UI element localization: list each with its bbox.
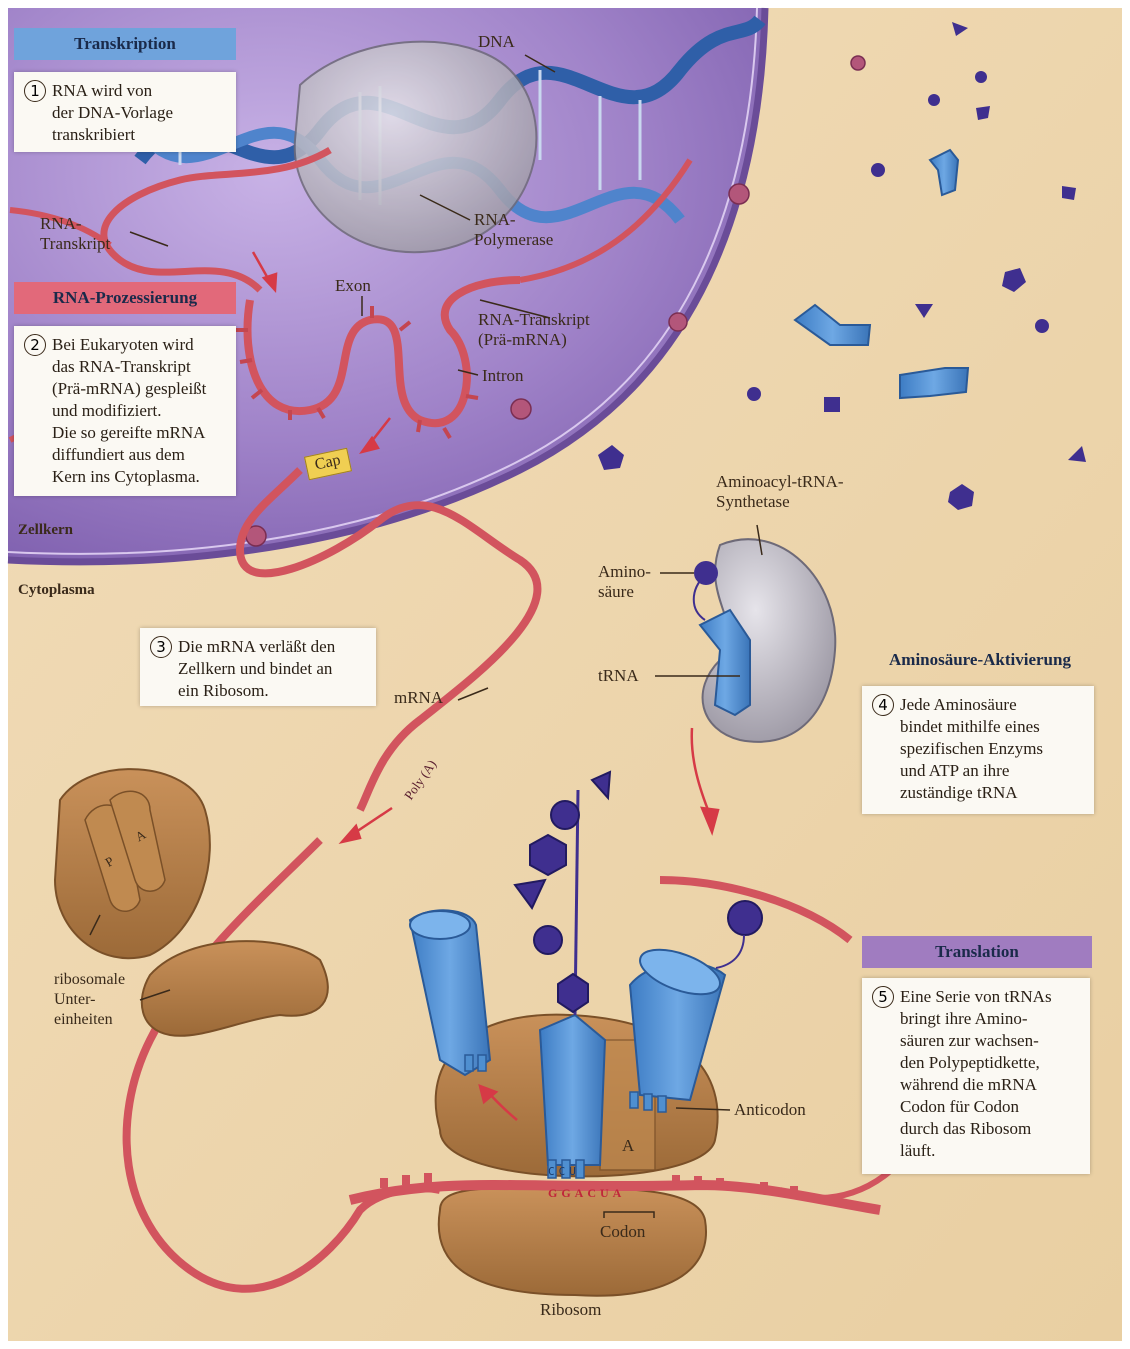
mrna-label: mRNA xyxy=(394,688,443,708)
codon-label: Codon xyxy=(600,1222,645,1242)
exon-label: Exon xyxy=(335,276,371,296)
step-5-box: 5 Eine Serie von tRNAs bringt ihre Amino-… xyxy=(862,978,1090,1174)
step-1-box: 1 RNA wird von der DNA-Vorlage transkribi… xyxy=(14,72,236,152)
step-4-box: 4 Jede Aminosäure bindet mithilfe eines s… xyxy=(862,686,1094,814)
step-2-number: 2 xyxy=(24,334,46,356)
rna-transcript-label: RNA- Transkript xyxy=(40,214,110,254)
rna-processing-header: RNA-Prozessierung xyxy=(14,282,236,314)
step-4-text: Jede Aminosäure bindet mithilfe eines sp… xyxy=(900,694,1043,804)
a-site-label: A xyxy=(622,1136,634,1156)
aa-activation-header: Aminosäure-Aktivierung xyxy=(862,644,1098,676)
translation-header: Translation xyxy=(862,936,1092,968)
anticodon-label: Anticodon xyxy=(734,1100,806,1120)
trna-label: tRNA xyxy=(598,666,639,686)
trna-p-site xyxy=(540,1015,605,1165)
dna-label: DNA xyxy=(478,32,515,52)
step-4-number: 4 xyxy=(872,694,894,716)
amino-acid-label: Amino- säure xyxy=(598,562,651,602)
step-5-number: 5 xyxy=(872,986,894,1008)
step-3-number: 3 xyxy=(150,636,172,658)
step-1-number: 1 xyxy=(24,80,46,102)
step-2-text: Bei Eukaryoten wird das RNA-Transkript (… xyxy=(52,334,206,488)
codon-sequence: GGACUA xyxy=(548,1183,625,1203)
step-3-text: Die mRNA verläßt den Zellkern und bindet… xyxy=(178,636,335,702)
intron-label: Intron xyxy=(482,366,524,386)
anticodon-bases: CCU xyxy=(548,1162,580,1182)
nucleus-label: Zellkern xyxy=(18,520,73,540)
step-5-text: Eine Serie von tRNAs bringt ihre Amino- … xyxy=(900,986,1052,1162)
cytoplasm-label: Cytoplasma xyxy=(18,580,95,600)
step-3-box: 3 Die mRNA verläßt den Zellkern und binde… xyxy=(140,628,376,706)
synthetase-label: Aminoacyl-tRNA- Synthetase xyxy=(716,472,843,512)
ribosomal-subunits-label: ribosomale Unter- einheiten xyxy=(54,970,125,1030)
ribosome-label: Ribosom xyxy=(540,1300,601,1320)
rna-polymerase-label: RNA- Polymerase xyxy=(474,210,553,250)
pre-mrna-label: RNA-Transkript (Prä-mRNA) xyxy=(478,310,590,350)
step-2-box: 2 Bei Eukaryoten wird das RNA-Transkript … xyxy=(14,326,236,496)
transcription-header: Transkription xyxy=(14,28,236,60)
step-1-text: RNA wird von der DNA-Vorlage transkribie… xyxy=(52,80,173,146)
